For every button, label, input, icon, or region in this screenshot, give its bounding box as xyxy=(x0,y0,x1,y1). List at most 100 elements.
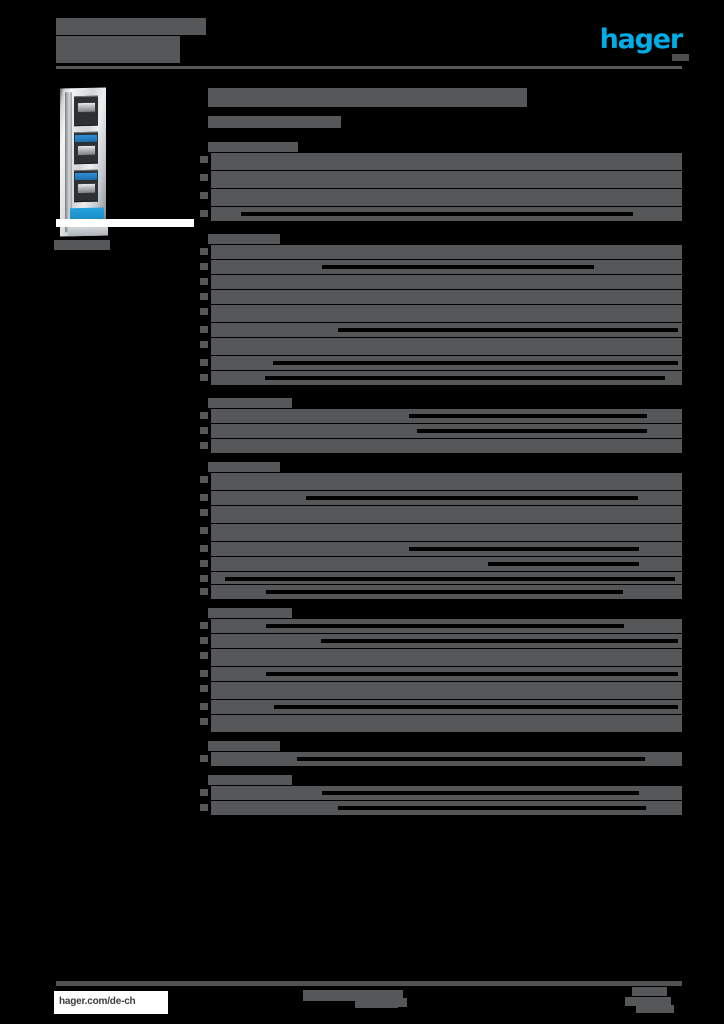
table-row xyxy=(200,189,682,206)
value-leader-gap xyxy=(266,672,678,676)
value-leader-gap xyxy=(225,577,675,581)
value-leader-gap xyxy=(265,376,665,380)
section-title xyxy=(208,398,292,408)
row-marker xyxy=(200,278,208,285)
value-leader-gap xyxy=(297,757,645,761)
value-leader-gap xyxy=(266,624,624,628)
row-marker xyxy=(200,622,208,629)
table-sections xyxy=(200,142,682,824)
product-contact-3 xyxy=(77,182,96,195)
table-row xyxy=(200,619,682,633)
row-marker xyxy=(200,192,208,199)
row-marker xyxy=(200,545,208,552)
row-marker xyxy=(200,293,208,300)
row-marker xyxy=(200,670,208,677)
page-footer: hager.com/de-ch xyxy=(0,978,724,1024)
table-row xyxy=(200,649,682,666)
table-row xyxy=(200,542,682,556)
row-marker xyxy=(200,509,208,516)
table-row xyxy=(200,491,682,505)
value-leader-gap xyxy=(338,806,646,810)
section-title xyxy=(208,142,298,152)
table-row xyxy=(200,207,682,221)
figure-white-band xyxy=(56,219,194,227)
table-row xyxy=(200,506,682,523)
table-section xyxy=(200,608,682,732)
footer-right-text-1 xyxy=(632,987,667,996)
row-marker xyxy=(200,527,208,534)
row-marker xyxy=(200,210,208,217)
row-marker xyxy=(200,718,208,725)
row-marker xyxy=(200,652,208,659)
table-row xyxy=(200,323,682,337)
document-title-line-2 xyxy=(56,36,180,63)
row-marker xyxy=(200,560,208,567)
page-header: hager xyxy=(0,0,724,75)
footer-right-text-3 xyxy=(636,1005,674,1013)
product-figure xyxy=(52,87,152,238)
table-row xyxy=(200,682,682,699)
logo-underscore-mark xyxy=(672,54,689,61)
footer-url-box[interactable]: hager.com/de-ch xyxy=(54,991,168,1014)
row-marker xyxy=(200,804,208,811)
row-marker xyxy=(200,374,208,381)
table-section xyxy=(200,741,682,766)
table-row xyxy=(200,557,682,571)
value-leader-gap xyxy=(273,361,678,365)
row-marker xyxy=(200,703,208,710)
hager-logo[interactable]: hager xyxy=(590,26,684,54)
table-row xyxy=(200,290,682,304)
table-row xyxy=(200,371,682,385)
product-contact-2 xyxy=(77,144,96,157)
section-separator xyxy=(208,819,682,824)
table-row xyxy=(200,245,682,259)
footer-center-text-3 xyxy=(383,998,407,1007)
table-row xyxy=(200,524,682,541)
section-separator xyxy=(208,770,682,775)
row-marker xyxy=(200,341,208,348)
table-row xyxy=(200,338,682,355)
table-row xyxy=(200,424,682,438)
product-accent-2 xyxy=(75,172,97,181)
row-marker xyxy=(200,359,208,366)
section-separator xyxy=(208,389,682,398)
table-row xyxy=(200,409,682,423)
row-marker xyxy=(200,308,208,315)
footer-right-text-2 xyxy=(625,997,671,1006)
row-marker xyxy=(200,575,208,582)
table-row xyxy=(200,305,682,322)
row-marker xyxy=(200,494,208,501)
table-row xyxy=(200,275,682,289)
table-row xyxy=(200,786,682,800)
table-row xyxy=(200,585,682,599)
section-separator xyxy=(208,457,682,462)
table-row xyxy=(200,260,682,274)
table-row xyxy=(200,715,682,732)
value-leader-gap xyxy=(241,212,633,216)
value-leader-gap xyxy=(266,590,623,594)
value-leader-gap xyxy=(417,429,647,433)
table-row xyxy=(200,634,682,648)
row-marker xyxy=(200,412,208,419)
row-marker xyxy=(200,248,208,255)
row-marker xyxy=(200,156,208,163)
row-marker xyxy=(200,427,208,434)
section-separator xyxy=(208,736,682,741)
value-leader-gap xyxy=(338,328,678,332)
footer-divider xyxy=(56,981,682,986)
footer-center-text-1 xyxy=(303,990,403,1001)
row-marker xyxy=(200,476,208,483)
section-separator xyxy=(208,603,682,608)
product-photo xyxy=(60,87,108,237)
footer-url-link[interactable]: hager.com/de-ch xyxy=(59,996,136,1007)
table-row xyxy=(200,153,682,170)
value-leader-gap xyxy=(306,496,638,500)
table-row xyxy=(200,473,682,490)
table-row xyxy=(200,171,682,188)
table-row xyxy=(200,356,682,370)
header-divider xyxy=(56,66,682,69)
product-accent-1 xyxy=(75,134,97,143)
row-marker xyxy=(200,789,208,796)
table-row xyxy=(200,439,682,453)
section-title xyxy=(208,775,292,785)
